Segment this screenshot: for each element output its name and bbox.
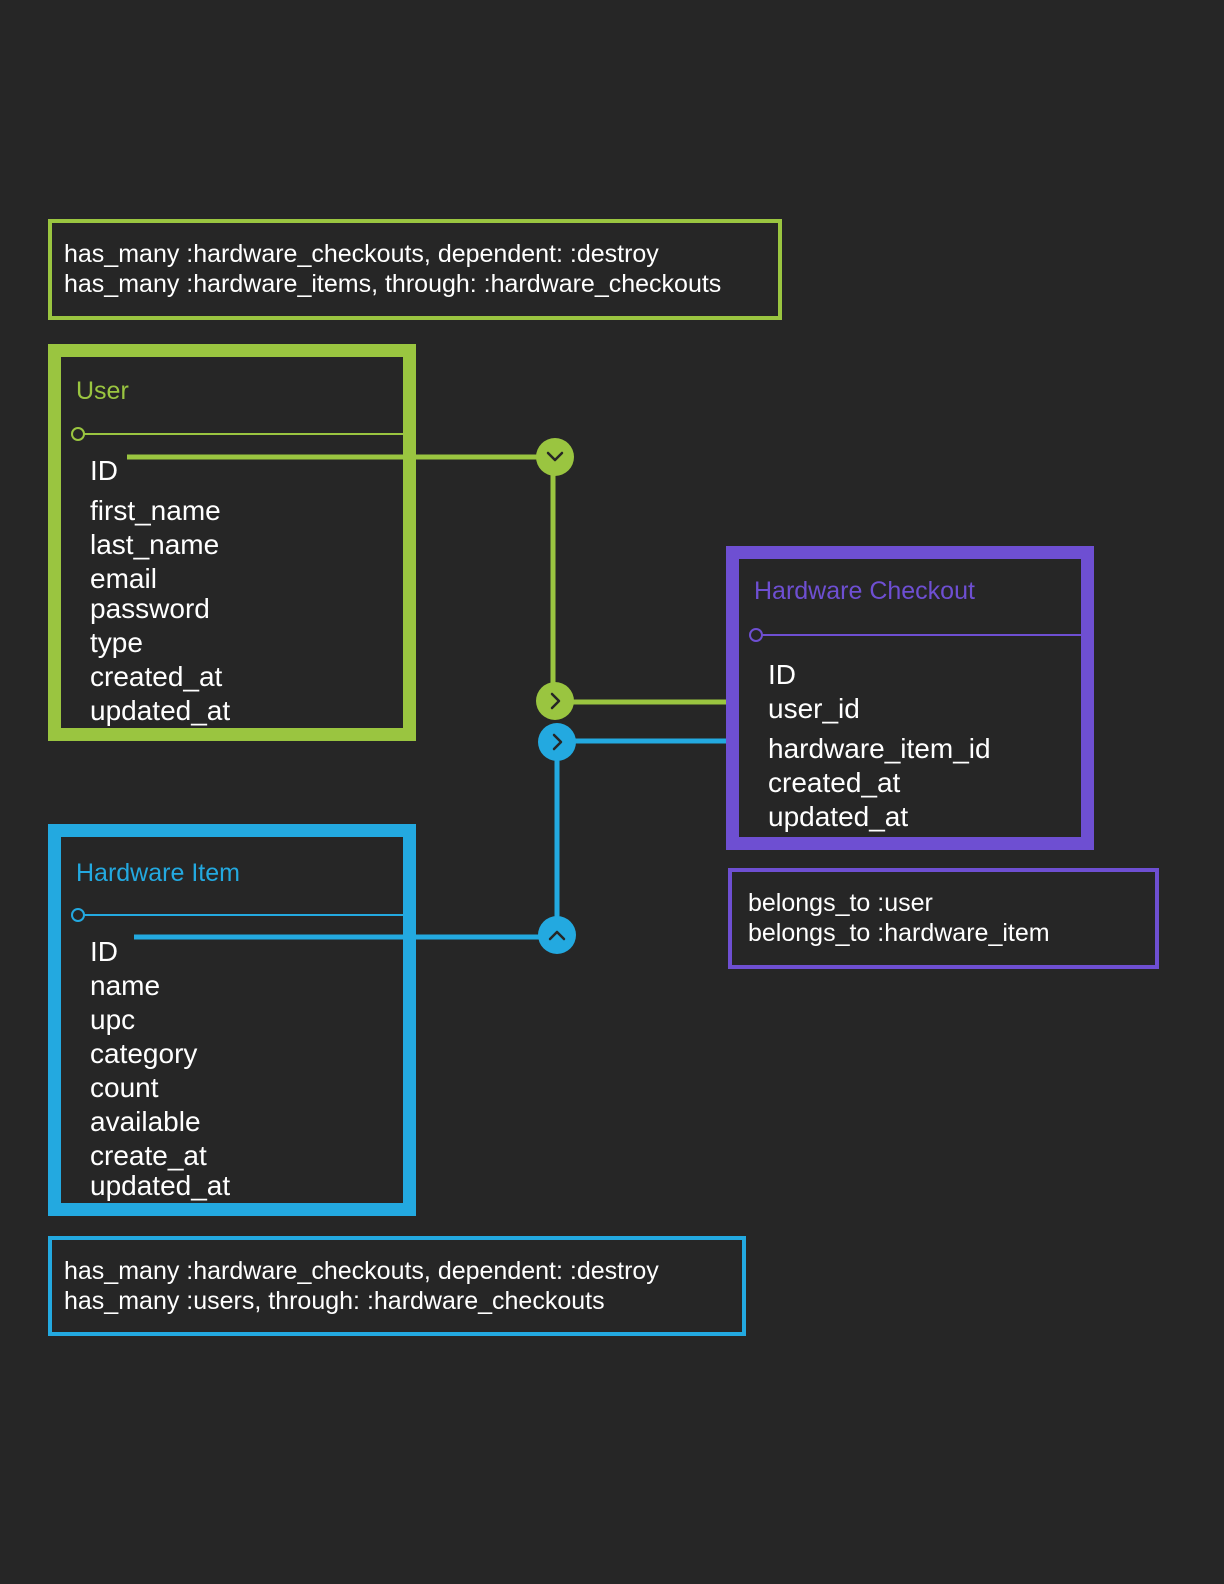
user-associations-note: has_many :hardware_checkouts, dependent:… xyxy=(48,219,782,320)
note-line: belongs_to :user xyxy=(748,889,933,917)
field-updated-at: updated_at xyxy=(90,695,231,726)
field-hardware-item-id: hardware_item_id xyxy=(768,733,991,764)
field-name: name xyxy=(90,970,161,1001)
header-divider xyxy=(756,634,1081,636)
field-available: available xyxy=(90,1106,201,1137)
field-updated-at: updated_at xyxy=(768,801,909,832)
chevron-up-icon xyxy=(538,916,576,954)
note-line: has_many :hardware_items, through: :hard… xyxy=(64,270,722,298)
header-divider xyxy=(78,433,403,435)
field-created-at: created_at xyxy=(90,661,223,692)
note-line: has_many :users, through: :hardware_chec… xyxy=(64,1287,605,1315)
note-line: belongs_to :hardware_item xyxy=(748,919,1050,947)
entity-title: Hardware Item xyxy=(76,859,240,887)
field-password: password xyxy=(90,593,210,624)
header-divider xyxy=(78,914,403,916)
field-type: type xyxy=(90,627,143,658)
note-line: has_many :hardware_checkouts, dependent:… xyxy=(64,1257,659,1285)
chevron-down-icon xyxy=(536,438,574,476)
field-count: count xyxy=(90,1072,159,1103)
field-updated-at: updated_at xyxy=(90,1170,231,1201)
field-last-name: last_name xyxy=(90,529,220,560)
field-category: category xyxy=(90,1038,198,1069)
entity-title: User xyxy=(76,377,129,405)
header-dot-icon xyxy=(71,427,85,441)
field-id: ID xyxy=(90,936,118,967)
header-dot-icon xyxy=(749,628,763,642)
field-created-at: created_at xyxy=(768,767,901,798)
hardware-item-entity: Hardware Item ID name upc category count… xyxy=(48,824,416,1216)
header-dot-icon xyxy=(71,908,85,922)
user-entity: User ID first_name last_name email passw… xyxy=(48,344,416,741)
note-line: has_many :hardware_checkouts, dependent:… xyxy=(64,240,659,268)
field-user-id: user_id xyxy=(768,693,860,724)
field-id: ID xyxy=(768,659,796,690)
field-first-name: first_name xyxy=(90,495,221,526)
hardware-checkout-entity: Hardware Checkout ID user_id hardware_it… xyxy=(726,546,1094,850)
chevron-right-icon xyxy=(538,723,576,761)
field-id: ID xyxy=(90,455,118,486)
item-associations-note: has_many :hardware_checkouts, dependent:… xyxy=(48,1236,746,1336)
entity-title: Hardware Checkout xyxy=(754,577,975,605)
chevron-right-icon xyxy=(536,682,574,720)
field-upc: upc xyxy=(90,1004,136,1035)
field-create-at: create_at xyxy=(90,1140,207,1171)
field-email: email xyxy=(90,563,157,594)
checkout-associations-note: belongs_to :user belongs_to :hardware_it… xyxy=(728,868,1159,969)
